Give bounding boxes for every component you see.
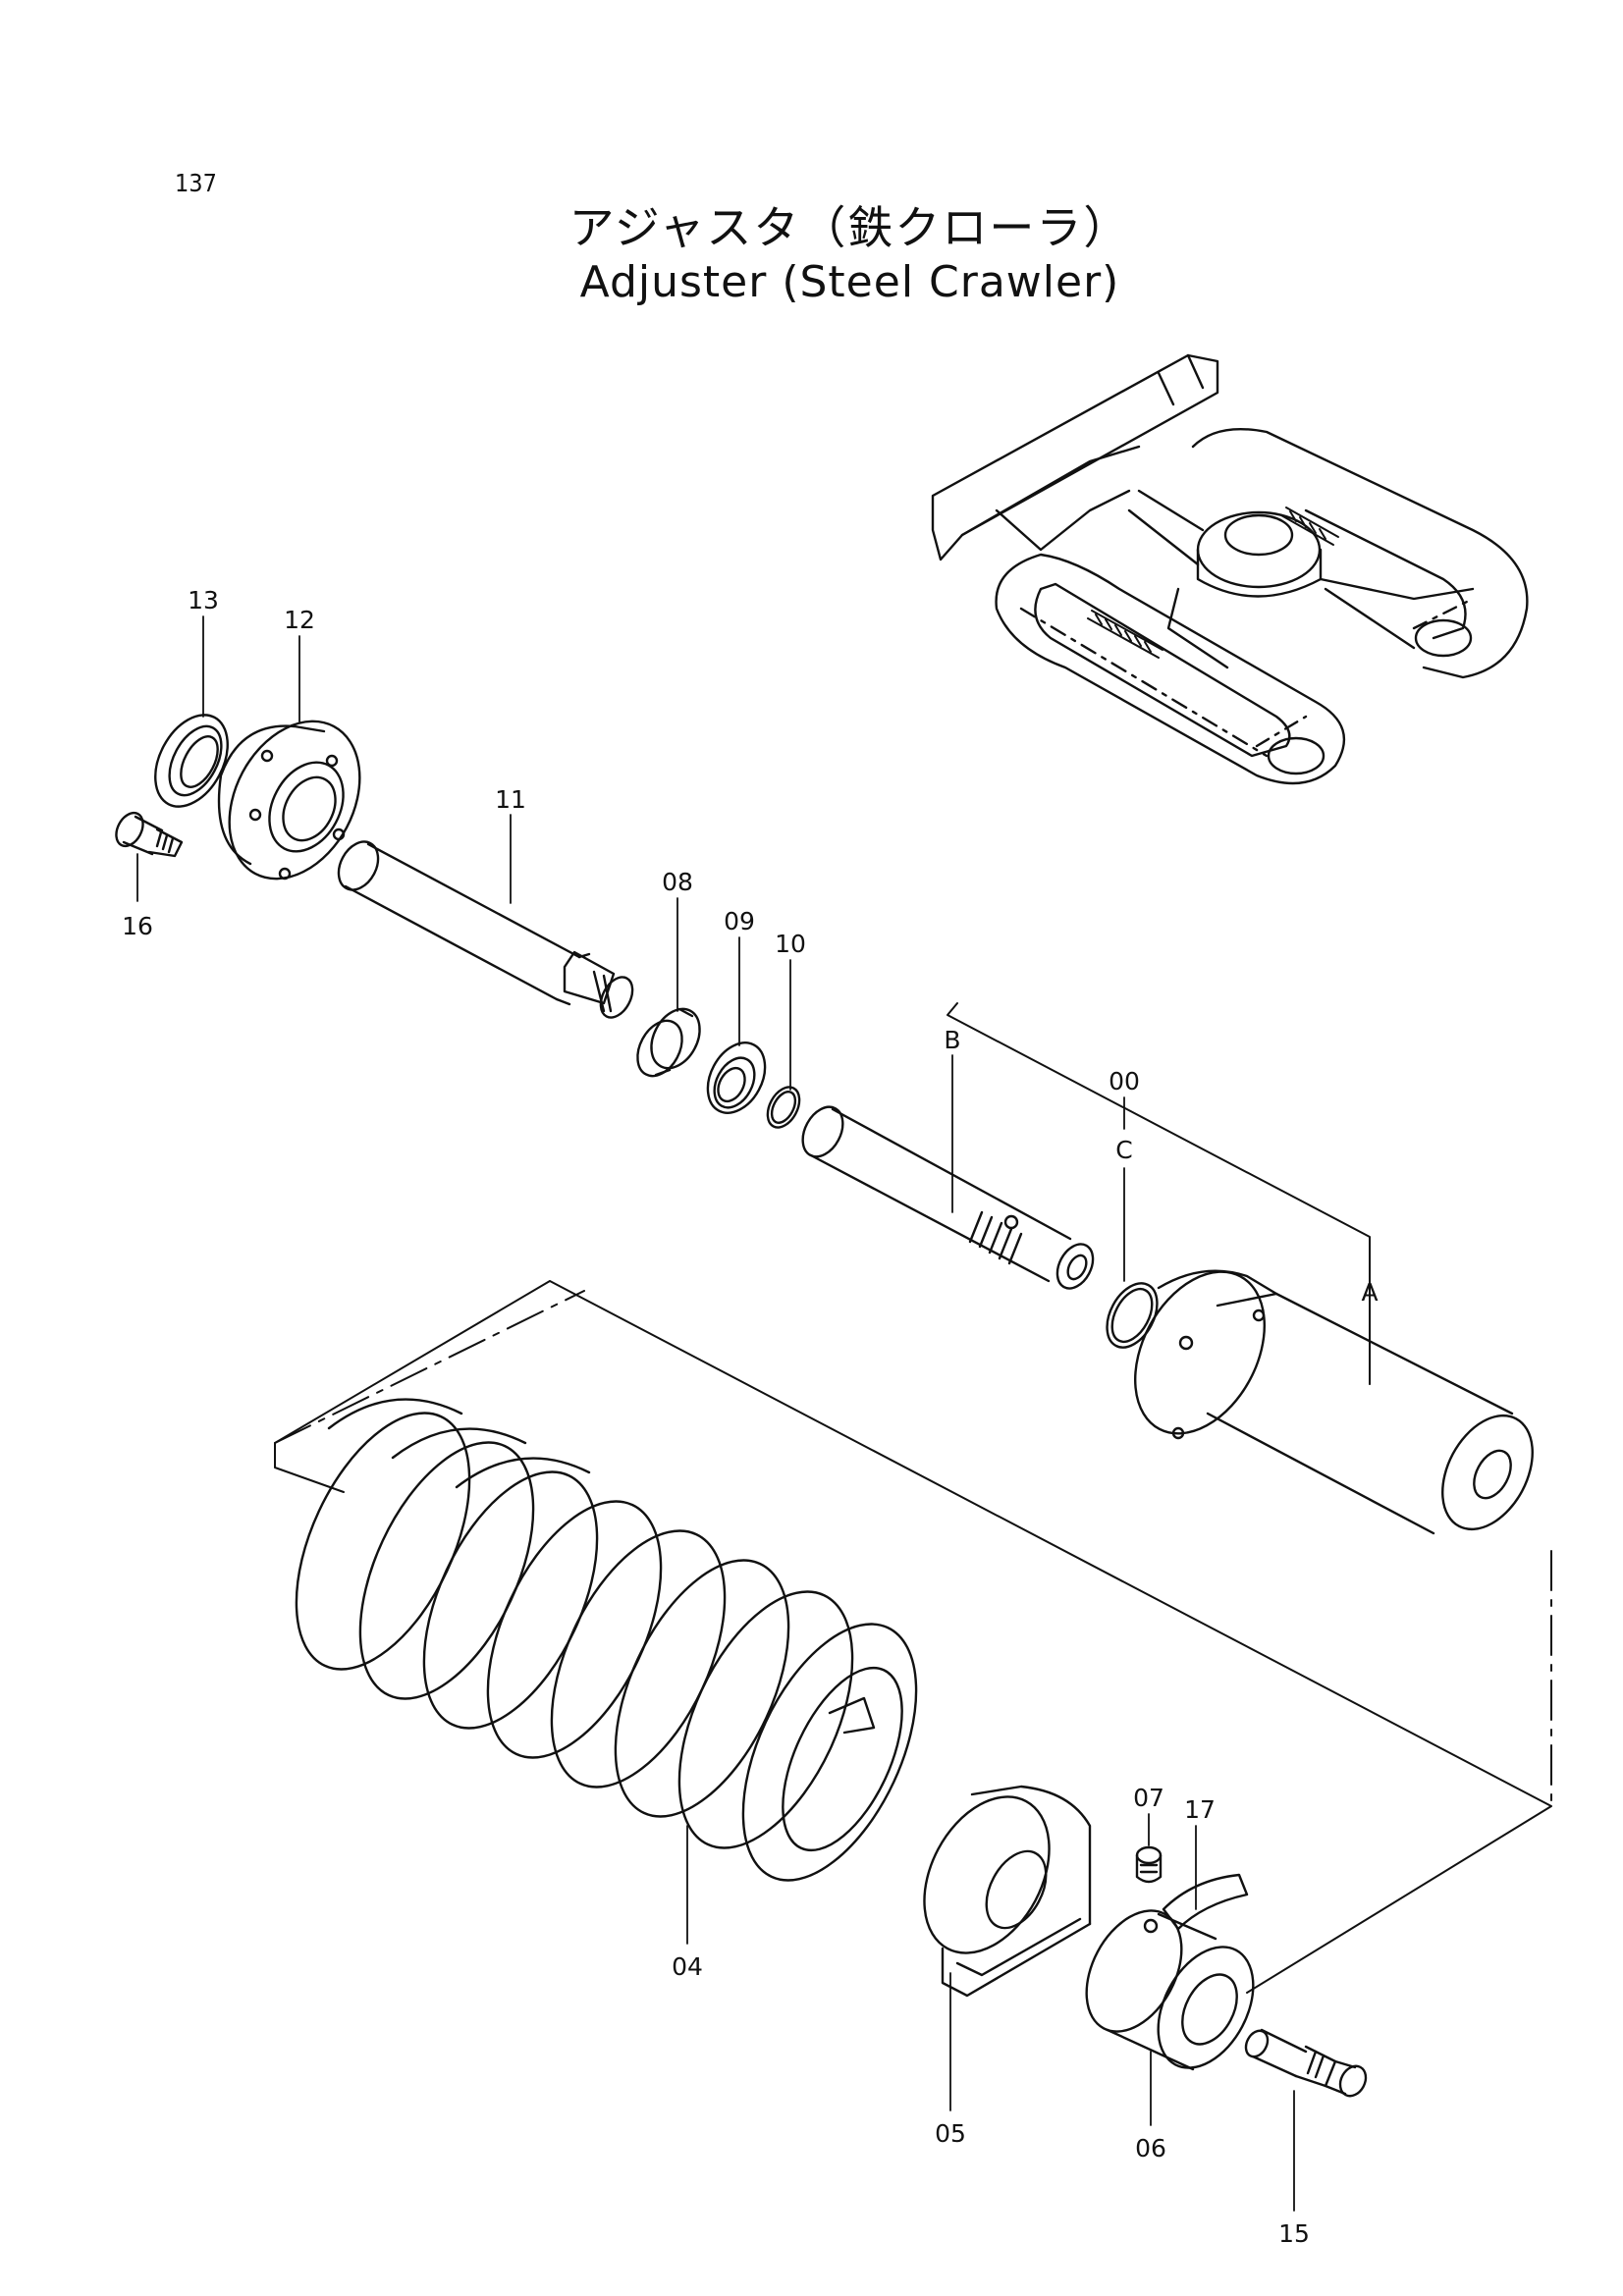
page-number: 137	[175, 169, 217, 197]
callout-09: 09	[724, 907, 755, 935]
part-06-nut	[1085, 1909, 1255, 2071]
part-a-cylinder	[1134, 1269, 1534, 1535]
part-12-flange	[217, 720, 361, 881]
part-04-recoil-spring	[295, 1398, 918, 1882]
callout-00: 00	[1109, 1067, 1140, 1095]
crawler-undercarriage-illustration	[931, 353, 1529, 785]
callout-17: 17	[1184, 1795, 1216, 1824]
callout-15: 15	[1278, 2219, 1310, 2248]
callout-13: 13	[188, 586, 219, 614]
diagram-title-japanese: アジャスタ（鉄クローラ）	[568, 201, 1131, 254]
part-16-bolt	[115, 811, 184, 858]
part-13-seal	[154, 714, 229, 808]
part-08-bushing	[636, 1007, 701, 1078]
callout-a: A	[1361, 1278, 1378, 1307]
callout-04: 04	[672, 1952, 703, 1981]
part-11-rod	[337, 840, 634, 1019]
part-15-grease-fitting	[1244, 2028, 1368, 2098]
callout-05: 05	[935, 2119, 966, 2148]
assembly-boundary-lines	[274, 1002, 1552, 1994]
part-17-plate	[1162, 1873, 1249, 1931]
callout-leader-lines	[136, 615, 1371, 2212]
callout-10: 10	[775, 930, 806, 958]
callout-c: C	[1115, 1136, 1132, 1164]
callout-labels: 13 12 16 11 08 09 10 B 00 C A 04 05 06 0…	[122, 586, 1378, 2248]
callout-12: 12	[284, 606, 315, 634]
callout-07: 07	[1133, 1784, 1164, 1812]
callout-b: B	[944, 1026, 960, 1054]
part-c-o-ring	[1106, 1282, 1159, 1349]
part-05-holder	[923, 1785, 1092, 1998]
diagram-title-english: Adjuster (Steel Crawler)	[579, 257, 1120, 307]
part-09-seal	[706, 1041, 767, 1114]
callout-06: 06	[1135, 2134, 1166, 2163]
part-10-snap-ring	[766, 1086, 801, 1129]
part-07-plug	[1135, 1845, 1163, 1884]
part-b-piston-rod	[801, 1105, 1095, 1290]
callout-08: 08	[662, 868, 693, 896]
callout-16: 16	[122, 912, 153, 940]
callout-11: 11	[495, 785, 526, 814]
